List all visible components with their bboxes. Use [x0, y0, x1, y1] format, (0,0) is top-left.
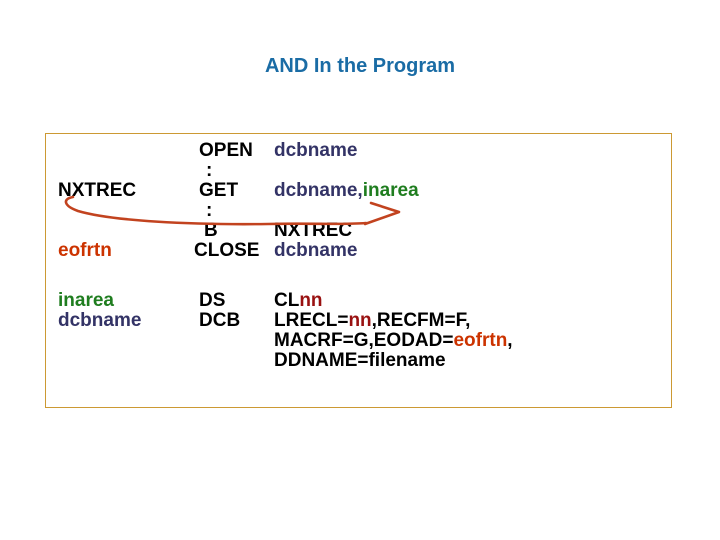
operand-part: LRECL= [274, 310, 349, 331]
code-operand: dcbname,inarea [274, 181, 419, 201]
code-opcode: OPEN [199, 140, 253, 161]
code-operand: NXTREC [274, 221, 352, 241]
page-title: AND In the Program [264, 55, 456, 77]
code-ellipsis: : [206, 200, 213, 221]
code-label: inarea [58, 290, 114, 311]
code-operand: dcbname [274, 241, 357, 261]
code-label: NXTREC [58, 180, 137, 201]
code-label: eofrtn [58, 240, 112, 261]
operand-part: NXTREC [274, 220, 353, 241]
code-opcode: DCB [199, 310, 241, 331]
operand-part: ,RECFM=F, [371, 310, 471, 331]
code-row: NXTREC GET dcbname,inarea [46, 181, 671, 201]
code-row: B NXTREC [46, 221, 671, 241]
code-row: dcbname DCB LRECL=nn,RECFM=F, [46, 311, 671, 331]
code-operand: LRECL=nn,RECFM=F, [274, 311, 470, 331]
code-opcode: DS [199, 290, 226, 311]
code-row: : [46, 161, 671, 181]
loop-back-arrow-icon [64, 195, 401, 226]
loop-back-arrow-shaft [64, 195, 368, 226]
code-operand: dcbname [274, 141, 357, 161]
code-row: inarea DS CLnn [46, 291, 671, 311]
code-row: : [46, 201, 671, 221]
code-row-spacer [46, 261, 671, 291]
operand-part: DDNAME=filename [274, 350, 446, 371]
operand-part: eofrtn [453, 330, 508, 351]
code-operand: MACRF=G,EODAD=eofrtn, [274, 331, 513, 351]
code-operand: DDNAME=filename [274, 351, 446, 371]
code-ellipsis: : [206, 160, 213, 181]
code-opcode: B [204, 220, 218, 241]
loop-back-arrow-head [363, 201, 401, 226]
operand-part: CL [274, 290, 300, 311]
code-opcode: GET [199, 180, 239, 201]
code-operand: CLnn [274, 291, 323, 311]
operand-part: nn [299, 290, 323, 311]
operand-part: inarea [362, 180, 419, 201]
operand-part: nn [348, 310, 372, 331]
code-row: OPEN dcbname [46, 141, 671, 161]
operand-part: , [507, 330, 513, 351]
code-label: dcbname [58, 310, 142, 331]
code-opcode: CLOSE [194, 240, 260, 261]
operand-part: dcbname [274, 240, 358, 261]
operand-part: dcbname [274, 140, 358, 161]
code-row: DDNAME=filename [46, 351, 671, 371]
code-row: MACRF=G,EODAD=eofrtn, [46, 331, 671, 351]
code-row: eofrtn CLOSE dcbname [46, 241, 671, 261]
operand-part: dcbname, [274, 180, 363, 201]
operand-part: MACRF=G,EODAD= [274, 330, 454, 351]
